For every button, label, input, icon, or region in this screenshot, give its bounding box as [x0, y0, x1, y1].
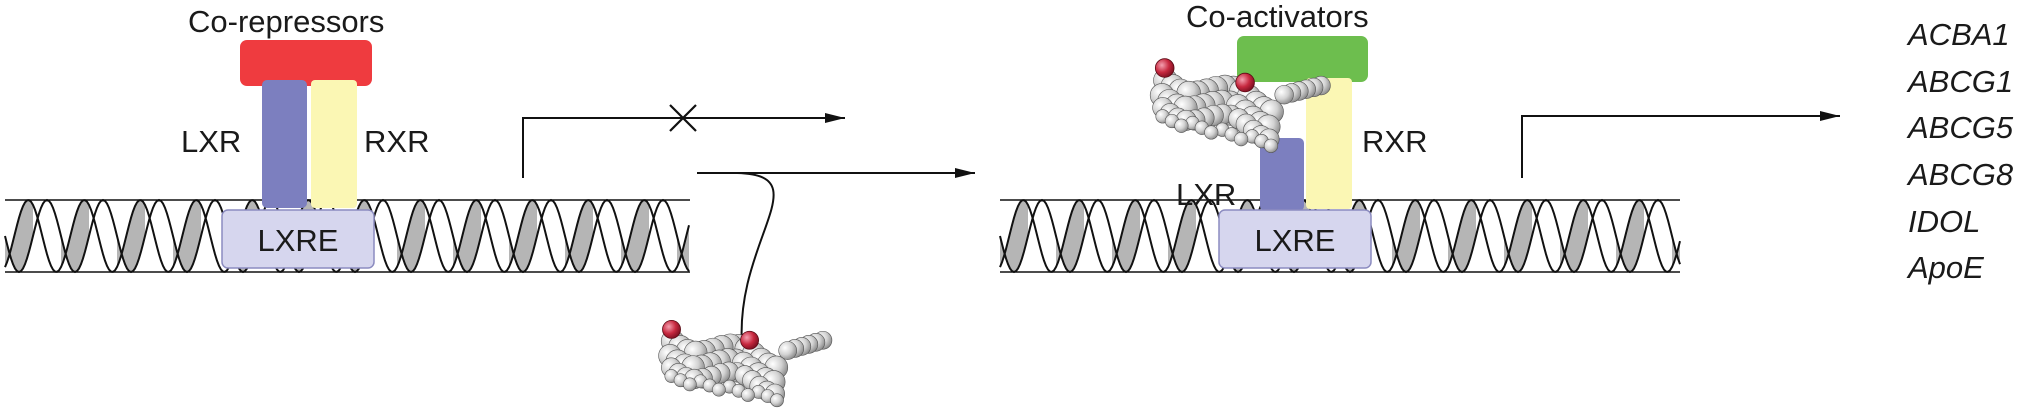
dna-groove: [453, 200, 481, 272]
ligand-binding-arrow: [697, 168, 975, 346]
dna-groove: [481, 200, 509, 272]
dna-groove: [145, 200, 173, 272]
coactivator-block: [1237, 36, 1368, 82]
dna-groove: [677, 225, 689, 272]
block-cross-icon: [669, 104, 697, 132]
dna-groove: [33, 200, 61, 272]
lxr-protein-right: [1260, 138, 1304, 211]
ligand-curve: [736, 172, 775, 346]
oxygen-atom: [1235, 72, 1255, 93]
hydrogen-carbon-atom: [1204, 125, 1219, 140]
dna-groove: [1168, 200, 1196, 272]
dna-groove: [1028, 200, 1056, 272]
blocked-transcription-arrow: [522, 113, 845, 178]
right-panel: Co-activators LXR RXR LXRE: [999, 0, 1840, 274]
dna-groove: [1112, 200, 1140, 272]
dna-groove: [89, 200, 117, 272]
dna-groove: [1448, 200, 1476, 272]
dna-groove: [369, 200, 397, 272]
dna-groove: [1588, 200, 1616, 272]
dna-groove: [1392, 200, 1420, 272]
dna-groove: [649, 200, 677, 272]
gene-item: ApoE: [1906, 250, 1984, 285]
hydrogen-carbon-atom: [770, 393, 784, 408]
coactivator-label: Co-activators: [1186, 0, 1369, 34]
dna-groove: [397, 200, 425, 272]
dna-groove: [1532, 200, 1560, 272]
target-gene-list: ACBA1 ABCG1 ABCG5 ABCG8 IDOL ApoE: [1906, 17, 2014, 285]
dna-groove: [1476, 200, 1504, 272]
oxygen-atom: [740, 330, 759, 350]
dna-groove: [5, 200, 33, 272]
dna-groove: [117, 200, 145, 272]
dna-groove: [1056, 200, 1084, 272]
oxysterol-ligand-bound: [1149, 58, 1331, 153]
lxr-protein-left: [262, 80, 307, 208]
rxr-protein-left: [311, 80, 357, 208]
dna-groove: [1616, 200, 1644, 272]
lxr-label-left: LXR: [181, 124, 241, 159]
lxre-box-right: [1218, 209, 1372, 269]
oxygen-atom: [662, 319, 681, 339]
dna-groove: [1000, 200, 1028, 272]
lxr-label-right: LXR: [1176, 177, 1236, 212]
dna-groove: [1504, 200, 1532, 272]
dna-groove: [1140, 200, 1168, 272]
corepressor-label: Co-repressors: [188, 4, 384, 39]
gene-item: IDOL: [1908, 204, 1980, 239]
hydrogen-carbon-atom: [741, 388, 755, 402]
lxre-label-left: LXRE: [258, 223, 339, 258]
hydrogen-carbon-atom: [682, 377, 697, 392]
hydrogen-carbon-atom: [1174, 118, 1189, 133]
dna-groove: [1420, 200, 1448, 272]
dna-groove: [425, 200, 453, 272]
dna-groove: [1644, 200, 1672, 272]
dna-groove: [1560, 200, 1588, 272]
hydrogen-carbon-atom: [712, 382, 726, 397]
hydrogen-carbon-atom: [1234, 132, 1249, 147]
active-transcription-arrow: [1521, 111, 1840, 178]
gene-item: ACBA1: [1906, 17, 2010, 52]
dna-groove: [1084, 200, 1112, 272]
hydrogen-carbon-atom: [1274, 85, 1294, 105]
lxre-label-right: LXRE: [1255, 223, 1336, 258]
dna-groove: [537, 200, 565, 272]
oxysterol-ligand-free: [658, 319, 833, 408]
dna-groove: [593, 200, 621, 272]
dna-groove: [509, 200, 537, 272]
rxr-label-left: RXR: [364, 124, 429, 159]
gene-item: ABCG5: [1906, 110, 2014, 145]
dna-groove: [173, 200, 201, 272]
left-panel: Co-repressors LXR RXR LXRE: [4, 4, 845, 274]
dna-groove: [621, 200, 649, 272]
rxr-label-right: RXR: [1362, 124, 1427, 159]
dna-groove: [1196, 200, 1224, 272]
rxr-protein-right: [1306, 78, 1352, 209]
hydrogen-carbon-atom: [778, 341, 798, 360]
oxygen-atom: [1154, 58, 1175, 78]
lxre-box-left: [221, 209, 375, 269]
gene-item: ABCG1: [1906, 64, 2013, 99]
hydrogen-carbon-atom: [1263, 138, 1279, 153]
dna-groove: [61, 200, 89, 272]
gene-item: ABCG8: [1906, 157, 2014, 192]
dna-groove: [565, 200, 593, 272]
corepressor-block: [240, 40, 372, 86]
